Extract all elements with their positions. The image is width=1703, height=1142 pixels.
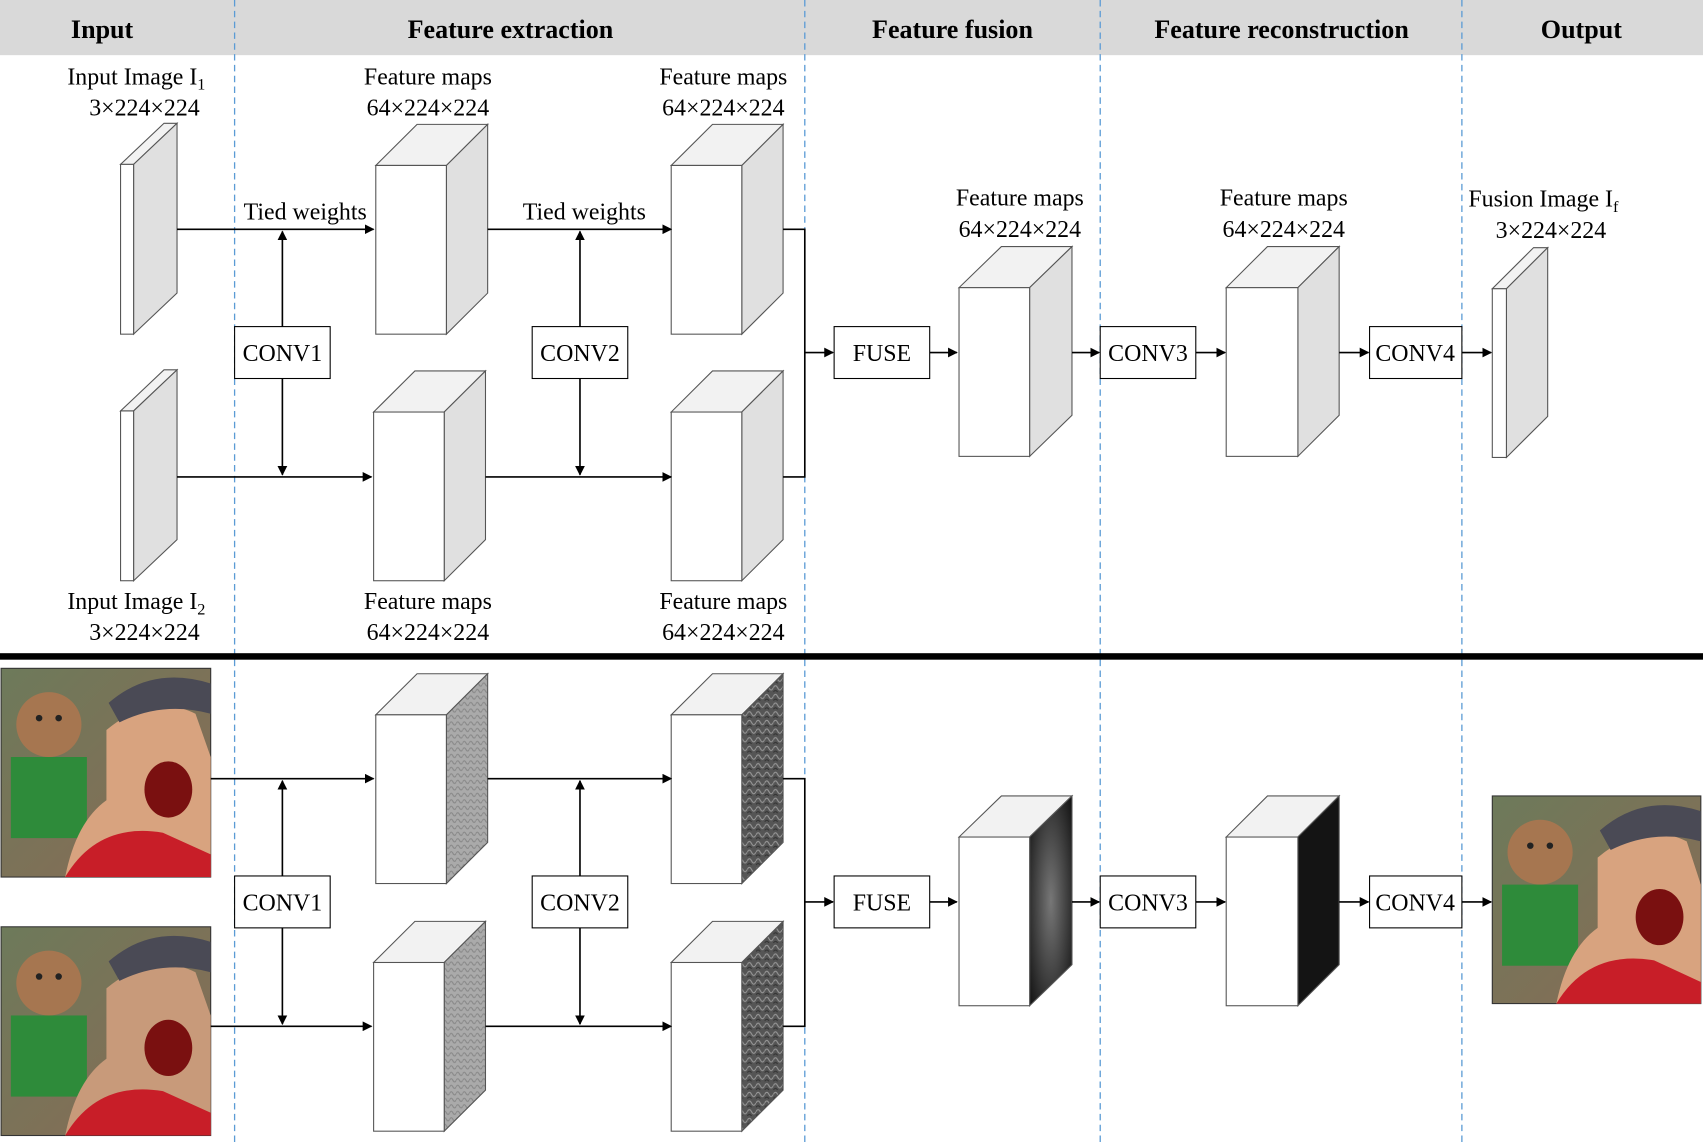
fusion-label: Fusion Image If [1468,187,1619,216]
bottom-section: CONV1 CONV2 FUSE CONV3 CONV4 [0,667,1702,1137]
conv3-label-bottom: CONV3 [1108,891,1188,917]
input1-label: Input Image I1 [67,64,205,93]
fmr-block-bottom [1224,794,1341,1008]
fuse-label-top: FUSE [853,341,911,367]
fmf-block-bottom [957,794,1074,1008]
fusion-dims: 3×224×224 [1496,218,1607,244]
fm1b-block [669,123,785,336]
conv3-box-top: CONV3 [1099,326,1197,380]
conv2-label-bottom: CONV2 [540,891,620,917]
header-feature-extraction: Feature extraction [408,15,614,44]
section-divider [0,653,1703,660]
fmf-dims: 64×224×224 [959,217,1082,243]
input2-slab [119,368,179,582]
conv1-label-bottom: CONV1 [243,891,323,917]
header-output: Output [1541,15,1622,44]
fm1b-dims: 64×224×224 [662,96,785,122]
conv4-box-bottom: CONV4 [1369,875,1463,929]
fmr-block [1224,245,1341,458]
fm2b-block [669,369,785,583]
fm2a-dims: 64×224×224 [367,620,490,646]
conv1-label-top: CONV1 [243,341,323,367]
conv2-box-bottom: CONV2 [531,875,629,929]
tied-weights-2: Tied weights [523,200,646,226]
input2-photo [0,926,212,1137]
fmr-label: Feature maps [1220,186,1348,212]
header-feature-reconstruction: Feature reconstruction [1154,15,1409,44]
fuse-box-bottom: FUSE [833,875,931,929]
tied-weights-1: Tied weights [244,200,367,226]
fm1a-block-bottom [374,672,489,885]
conv4-box-top: CONV4 [1369,326,1463,380]
input1-photo [0,667,212,878]
fm2b-label: Feature maps [659,589,787,615]
top-arrows [177,224,1493,482]
fm1a-block [374,123,489,336]
fm2a-label: Feature maps [364,589,492,615]
fm2a-block-bottom [372,920,487,1133]
fm1b-label: Feature maps [659,64,787,90]
header-band [0,0,1703,56]
conv1-box-top: CONV1 [234,326,331,380]
bottom-arrows [210,773,1493,1032]
conv4-label-bottom: CONV4 [1375,891,1455,917]
fm1a-dims: 64×224×224 [367,96,490,122]
input1-slab [119,122,179,336]
fm2a-block [372,369,487,583]
output-slab [1490,246,1549,459]
conv3-label-top: CONV3 [1108,341,1188,367]
conv3-box-bottom: CONV3 [1099,875,1197,929]
input2-dims: 3×224×224 [89,620,200,646]
fmf-label: Feature maps [956,186,1084,212]
input1-dims: 3×224×224 [89,96,200,122]
fuse-box-top: FUSE [833,326,931,380]
fuse-label-bottom: FUSE [853,891,911,917]
conv4-label-top: CONV4 [1375,341,1455,367]
conv2-box-top: CONV2 [531,326,629,380]
fmf-block [957,245,1074,458]
fm1a-label: Feature maps [364,64,492,90]
header-feature-fusion: Feature fusion [872,15,1033,44]
input2-label: Input Image I2 [67,589,205,618]
conv2-label-top: CONV2 [540,341,620,367]
fm1b-block-bottom [669,672,785,885]
top-section: Input Image I1 3×224×224 Feature maps 64… [67,64,1619,646]
conv1-box-bottom: CONV1 [234,875,331,929]
fm2b-dims: 64×224×224 [662,620,785,646]
fm2b-block-bottom [669,920,785,1133]
output-photo [1491,795,1702,1005]
fmr-dims: 64×224×224 [1223,217,1346,243]
header-input: Input [71,15,134,44]
